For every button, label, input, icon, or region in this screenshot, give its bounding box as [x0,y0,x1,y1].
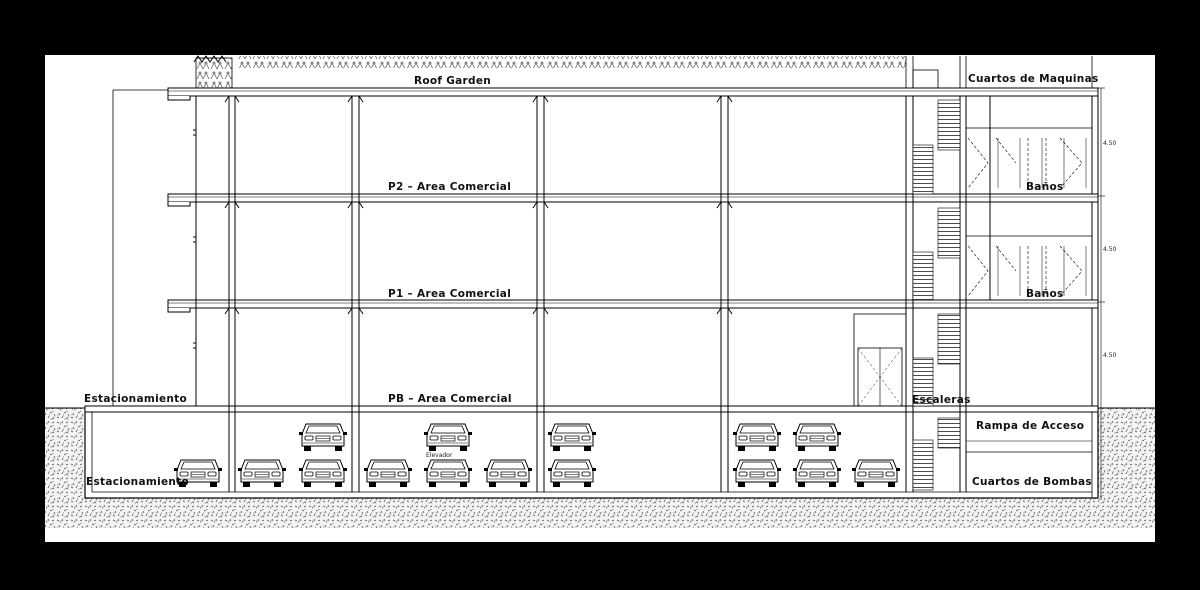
floor-slabs [84,87,1099,413]
bano-fixtures-upper [967,137,1083,189]
structure-outline [84,56,1105,500]
car-symbol [238,459,286,487]
car-symbol [484,459,532,487]
label-cuartos-maquinas: Cuartos de Maquinas [968,73,1099,85]
car-symbol [364,459,412,487]
label-pb: PB – Area Comercial [388,393,512,405]
stairs [912,99,961,491]
service-core-rooms [853,127,1092,453]
label-escaleras: Escaleras [912,394,971,406]
car-symbol [299,423,347,451]
dimension-bottom: 4.50 [1103,352,1117,359]
label-rampa-acceso: Rampa de Acceso [976,420,1084,432]
car-symbol [548,423,596,451]
car-symbol [299,459,347,487]
car-symbol [793,423,841,451]
dimension-middle: 4.50 [1103,246,1117,253]
ground-soil [45,407,1155,528]
car-symbol [852,459,900,487]
label-roof-garden: Roof Garden [414,75,491,87]
car-symbol [424,459,472,487]
car-symbol [733,459,781,487]
label-estacionamiento-upper: Estacionamiento [84,393,187,405]
bano-walls-upper [997,138,1087,188]
parked-cars [174,423,900,487]
labels: Roof Garden P2 – Area Comercial P1 – Are… [84,73,1117,488]
bano-fixtures-lower [967,245,1083,297]
label-banos-upper: Baños [1026,181,1064,193]
dimension-top: 4.50 [1103,140,1117,147]
label-elevator: Elevador [426,452,453,459]
car-symbol [733,423,781,451]
label-banos-lower: Baños [1026,288,1064,300]
bano-walls-lower [997,246,1087,296]
label-cuartos-bombas: Cuartos de Bombas [972,476,1092,488]
car-symbol [424,423,472,451]
roof-garden-vegetation [193,55,906,89]
car-symbol [174,459,222,487]
label-p1: P1 – Area Comercial [388,288,511,300]
label-p2: P2 – Area Comercial [388,181,511,193]
paper [45,55,1155,542]
car-symbol [793,459,841,487]
label-estacionamiento-lower: Estacionamiento [86,476,189,488]
car-symbol [548,459,596,487]
